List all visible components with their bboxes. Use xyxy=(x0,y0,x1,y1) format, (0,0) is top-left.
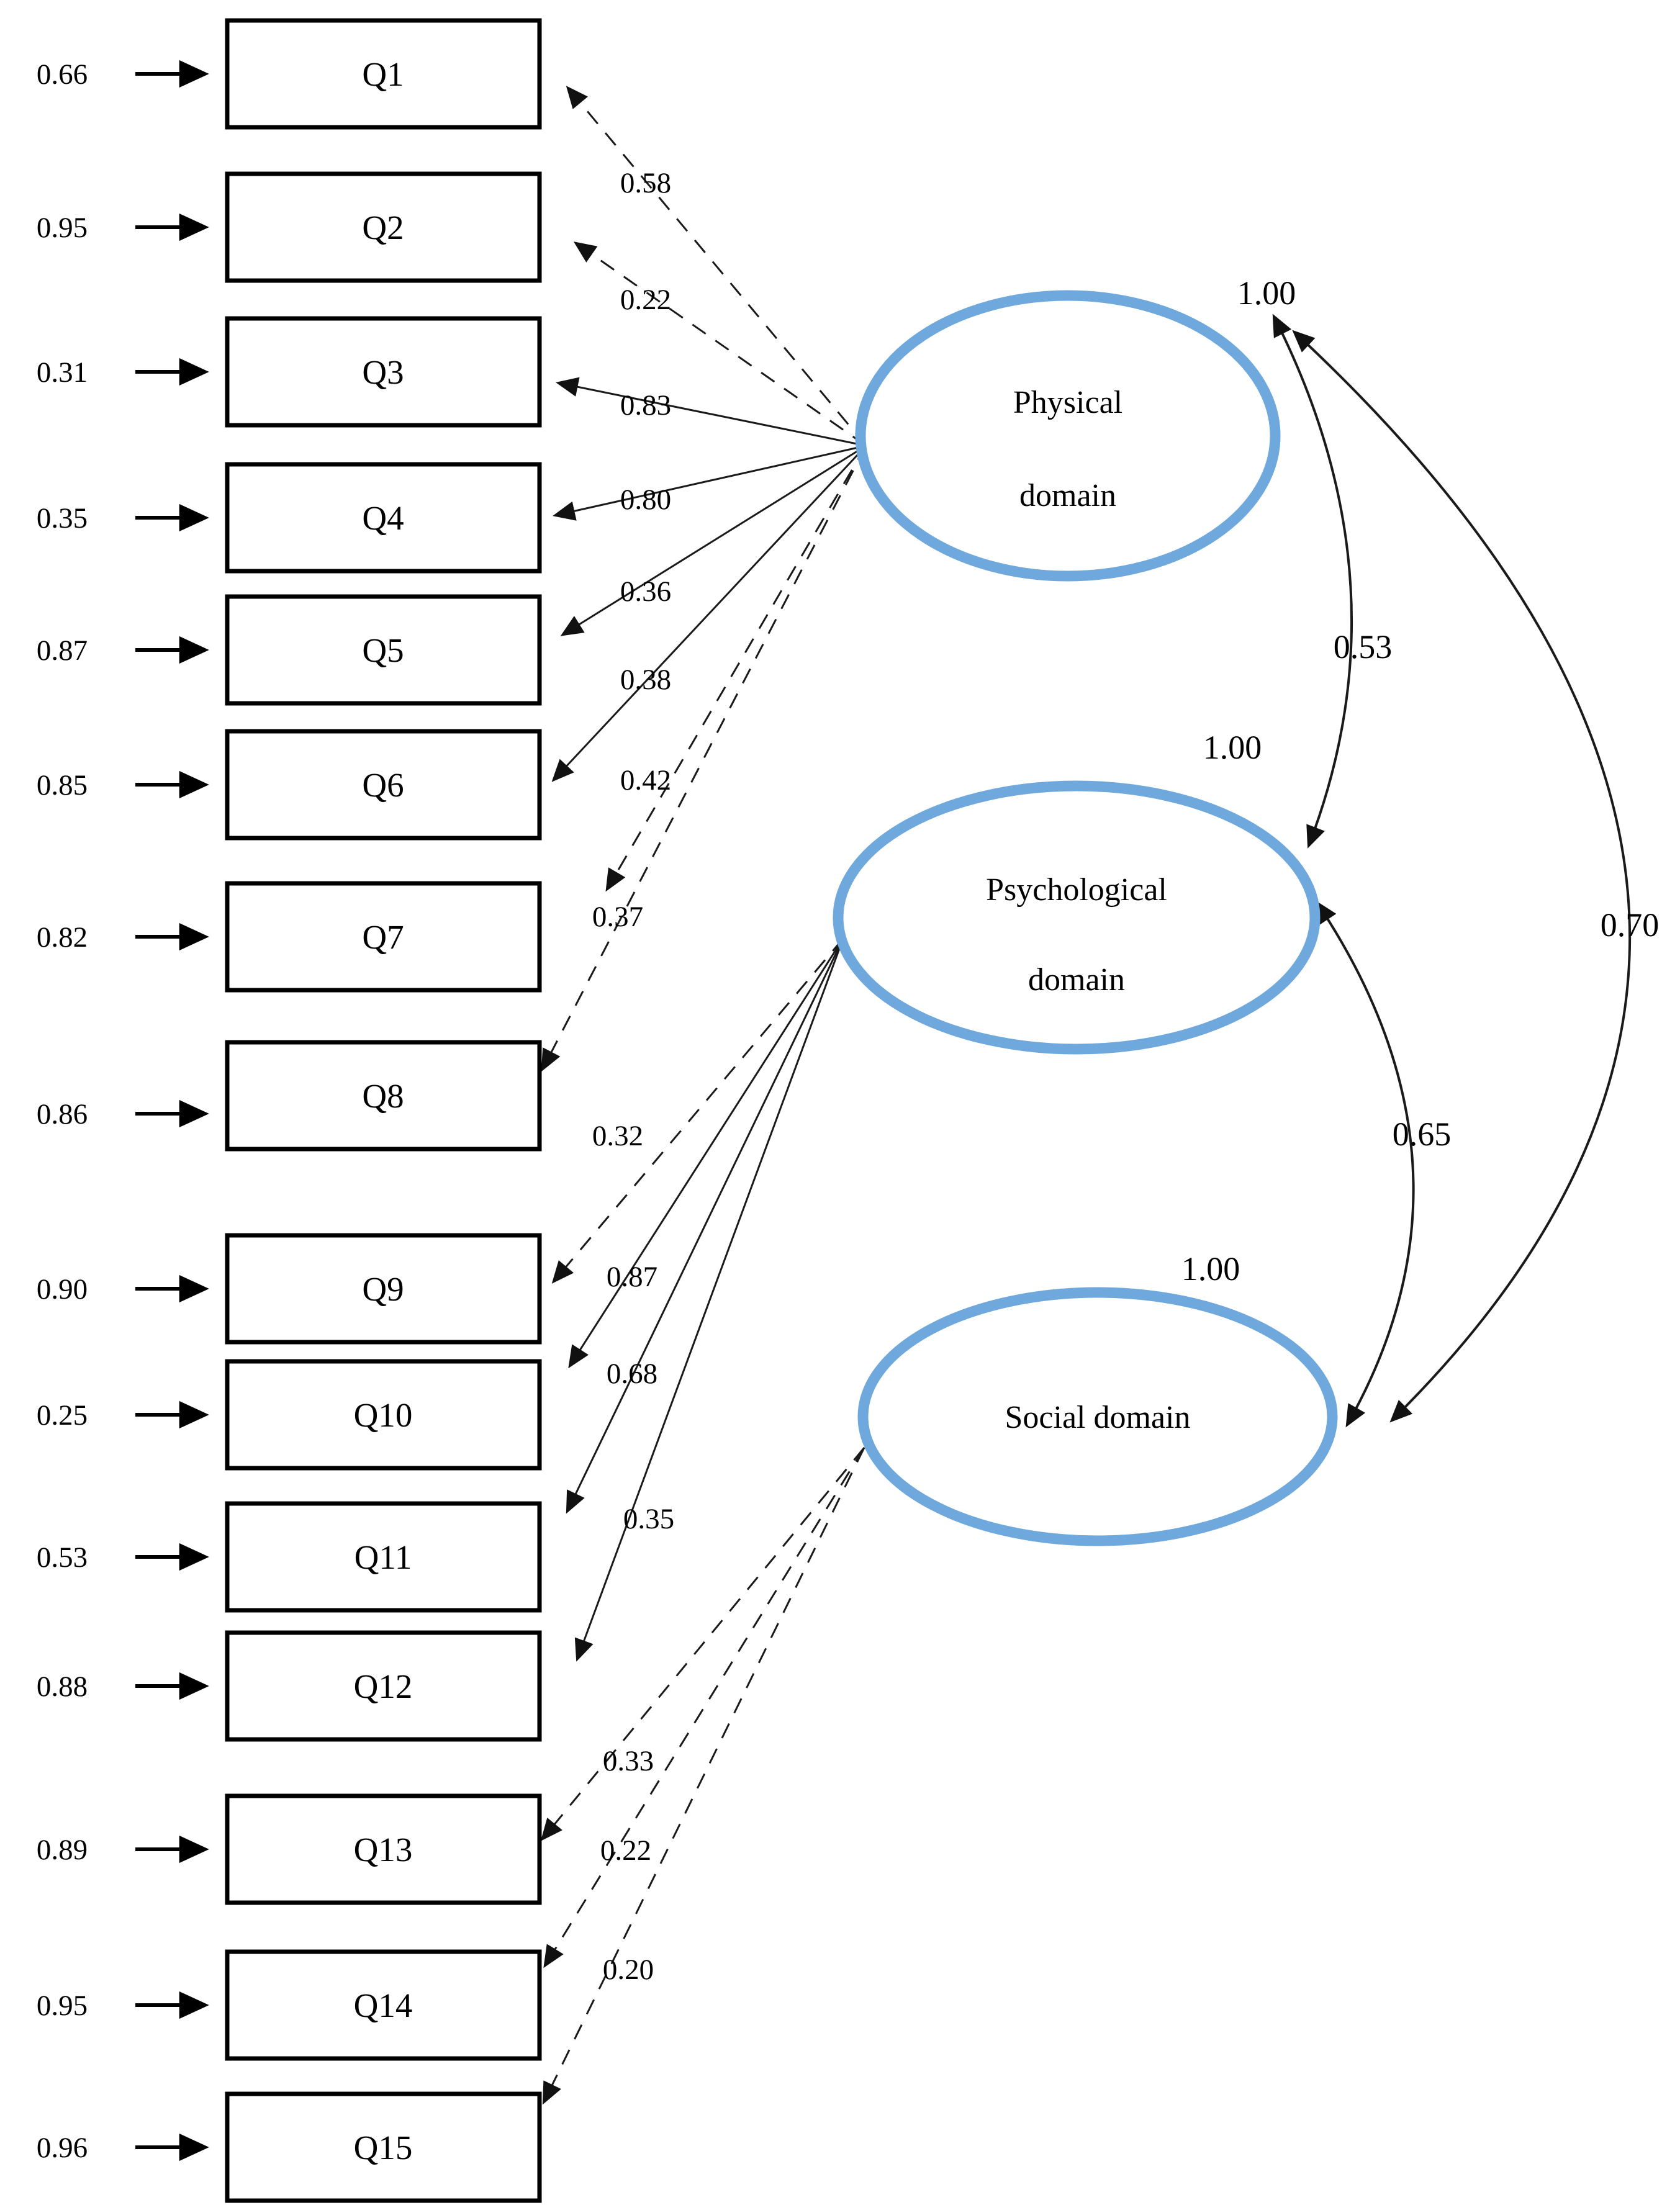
correlation-curve-physical-social xyxy=(1292,330,1632,1423)
loading-path-q15 xyxy=(542,1447,865,2105)
indicator-label-q8: Q8 xyxy=(362,1077,404,1115)
indicator-label-q3: Q3 xyxy=(362,353,404,391)
loading-path-q13 xyxy=(540,1447,865,1841)
indicator-label-q7: Q7 xyxy=(362,918,404,956)
error-value-q15: 0.96 xyxy=(37,2132,88,2164)
loading-path-q5 xyxy=(560,444,867,636)
loading-value-q3: 0.83 xyxy=(620,389,671,422)
loading-value-q2: 0.22 xyxy=(620,284,671,316)
error-value-q9: 0.90 xyxy=(37,1273,88,1305)
indicator-label-q6: Q6 xyxy=(362,766,404,804)
correlation-curve-physical-psychological xyxy=(1272,313,1353,849)
loading-value-q9: 0.32 xyxy=(592,1120,643,1152)
loading-path-q8 xyxy=(541,445,867,1072)
indicator-box-q6 xyxy=(225,729,542,841)
loading-path-q12 xyxy=(574,938,844,1662)
factor-variance-psychological: 1.00 xyxy=(1203,729,1262,766)
indicator-label-q9: Q9 xyxy=(362,1270,404,1308)
error-value-q5: 0.87 xyxy=(37,634,88,667)
factor-label-social: Social domain xyxy=(1005,1400,1191,1435)
loading-value-q4: 0.80 xyxy=(620,484,671,516)
loading-value-q5: 0.36 xyxy=(620,575,671,608)
indicator-label-q5: Q5 xyxy=(362,631,404,669)
indicator-label-q4: Q4 xyxy=(362,499,404,537)
loading-value-q6: 0.38 xyxy=(620,664,671,696)
factor-label-psychological-line1: Psychological xyxy=(986,872,1167,908)
indicator-box-q4 xyxy=(225,462,542,574)
indicator-box-q1 xyxy=(225,18,542,130)
loading-path-q11 xyxy=(566,938,844,1514)
indicator-box-q14 xyxy=(225,1949,542,2061)
loading-path-q10 xyxy=(568,938,844,1369)
loading-value-q7: 0.42 xyxy=(620,764,671,796)
indicator-box-q2 xyxy=(225,171,542,283)
loading-path-q3 xyxy=(556,377,867,447)
indicator-box-q15 xyxy=(225,2091,542,2203)
loading-path-q2 xyxy=(573,241,867,447)
error-value-q7: 0.82 xyxy=(37,921,88,954)
indicator-label-q2: Q2 xyxy=(362,209,404,246)
loading-value-q12: 0.35 xyxy=(623,1503,674,1535)
loading-value-q11: 0.68 xyxy=(607,1358,657,1390)
error-value-q8: 0.86 xyxy=(37,1098,88,1130)
loading-value-q14: 0.22 xyxy=(600,1834,651,1867)
factor-variance-physical: 1.00 xyxy=(1237,274,1296,312)
indicator-label-q14: Q14 xyxy=(354,1986,413,2024)
loading-path-q6 xyxy=(551,444,867,782)
error-value-q6: 0.85 xyxy=(37,769,88,801)
indicator-box-q13 xyxy=(225,1793,542,1905)
indicator-label-q12: Q12 xyxy=(354,1667,413,1705)
loading-path-q7 xyxy=(605,445,867,892)
loading-value-q13: 0.33 xyxy=(603,1745,654,1777)
factor-label-physical-line1: Physical xyxy=(1013,385,1122,420)
factor-ellipse-social xyxy=(857,1287,1338,1546)
indicator-label-q15: Q15 xyxy=(354,2129,413,2167)
error-value-q14: 0.95 xyxy=(37,1990,88,2022)
indicator-box-q10 xyxy=(225,1359,542,1471)
indicator-box-q5 xyxy=(225,594,542,706)
factor-ellipse-psychological xyxy=(833,780,1321,1055)
loading-value-q1: 0.58 xyxy=(620,167,671,199)
error-value-q12: 0.88 xyxy=(37,1671,88,1703)
indicator-label-q11: Q11 xyxy=(355,1538,412,1576)
error-value-q3: 0.31 xyxy=(37,356,88,389)
correlation-value-physical-social: 0.70 xyxy=(1601,906,1660,944)
loading-path-q4 xyxy=(553,444,867,521)
loading-value-q8: 0.37 xyxy=(592,901,643,933)
factor-ellipse-physical xyxy=(855,290,1281,582)
correlation-value-psychological-social: 0.65 xyxy=(1393,1116,1452,1153)
indicator-box-q3 xyxy=(225,316,542,428)
loading-path-q9 xyxy=(551,938,844,1284)
error-value-q2: 0.95 xyxy=(37,212,88,244)
correlation-curve-psychological-social xyxy=(1316,900,1415,1428)
indicator-box-q9 xyxy=(225,1233,542,1345)
error-value-q13: 0.89 xyxy=(37,1834,88,1866)
indicator-box-q8 xyxy=(225,1040,542,1152)
indicator-box-q12 xyxy=(225,1630,542,1742)
error-value-q10: 0.25 xyxy=(37,1399,88,1432)
factor-label-physical-line2: domain xyxy=(1019,478,1116,513)
loading-value-q10: 0.87 xyxy=(607,1261,657,1293)
indicator-label-q10: Q10 xyxy=(354,1396,413,1434)
factor-variance-social: 1.00 xyxy=(1181,1250,1240,1287)
indicator-label-q13: Q13 xyxy=(354,1831,413,1869)
loading-path-q14 xyxy=(543,1447,865,1968)
error-value-q1: 0.66 xyxy=(37,58,88,91)
indicator-label-q1: Q1 xyxy=(362,55,404,93)
error-value-q11: 0.53 xyxy=(37,1541,88,1574)
factor-label-psychological-line2: domain xyxy=(1028,962,1125,998)
indicator-box-q7 xyxy=(225,881,542,993)
correlation-value-physical-psychological: 0.53 xyxy=(1334,628,1393,665)
loading-path-q1 xyxy=(566,86,867,446)
error-value-q4: 0.35 xyxy=(37,502,88,534)
indicator-box-q11 xyxy=(225,1501,542,1613)
loading-value-q15: 0.20 xyxy=(603,1954,654,1986)
